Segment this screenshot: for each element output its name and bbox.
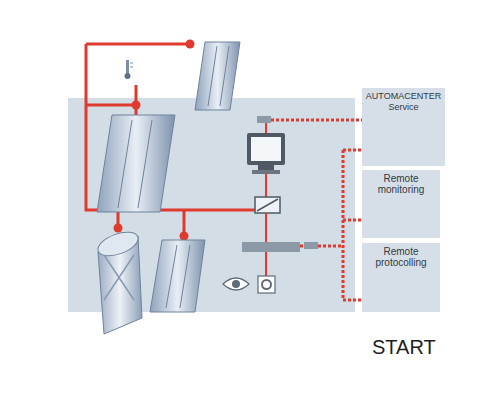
service-panel: Remote protocolling <box>362 243 440 312</box>
service-panel: AUTOMACENTER Service <box>362 88 445 166</box>
computer <box>242 116 318 276</box>
panel-title: AUTOMACENTER Service <box>362 88 445 113</box>
sensor-icons <box>223 276 275 293</box>
start-label: START <box>372 336 436 359</box>
panel-title: Remote monitoring <box>362 170 440 195</box>
panel-title: Remote protocolling <box>362 243 440 268</box>
pipe <box>86 44 272 236</box>
service-panel: Remote monitoring <box>362 170 440 238</box>
storage-tank <box>95 227 142 334</box>
thermometer <box>125 60 134 79</box>
